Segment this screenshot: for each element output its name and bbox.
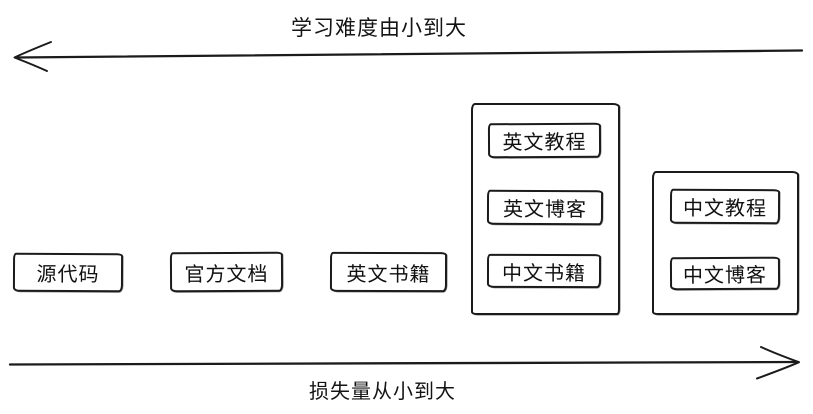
box-chinese-blogs: 中文博客 — [669, 256, 781, 291]
box-english-tutorials: 英文教程 — [487, 122, 602, 159]
box-chinese-blogs-label: 中文博客 — [682, 264, 768, 288]
box-chinese-books: 中文书籍 — [486, 253, 602, 289]
box-english-books: 英文书籍 — [329, 251, 448, 293]
difficulty-axis-arrow — [13, 41, 804, 72]
box-english-tutorials-label: 英文教程 — [502, 131, 587, 155]
box-official-docs-label: 官方文档 — [184, 263, 269, 286]
box-source-code-label: 源代码 — [36, 263, 100, 287]
box-english-blogs-label: 英文博客 — [502, 198, 588, 222]
box-chinese-tutorials: 中文教程 — [669, 188, 781, 225]
box-english-books-label: 英文书籍 — [346, 263, 431, 286]
group-box-chinese-tutorials-blogs: 中文教程 中文博客 — [652, 171, 799, 315]
box-source-code: 源代码 — [12, 252, 124, 293]
box-chinese-tutorials-label: 中文教程 — [682, 197, 768, 221]
box-official-docs: 官方文档 — [169, 251, 284, 293]
group-box-tutorials-blogs-books: 英文教程 英文博客 中文书籍 — [471, 103, 620, 315]
loss-axis-arrow — [8, 346, 800, 380]
box-english-blogs: 英文博客 — [486, 189, 604, 226]
box-chinese-books-label: 中文书籍 — [501, 262, 587, 285]
loss-axis-label: 损失量从小到大 — [309, 381, 456, 403]
difficulty-axis-label: 学习难度由小到大 — [291, 17, 467, 40]
